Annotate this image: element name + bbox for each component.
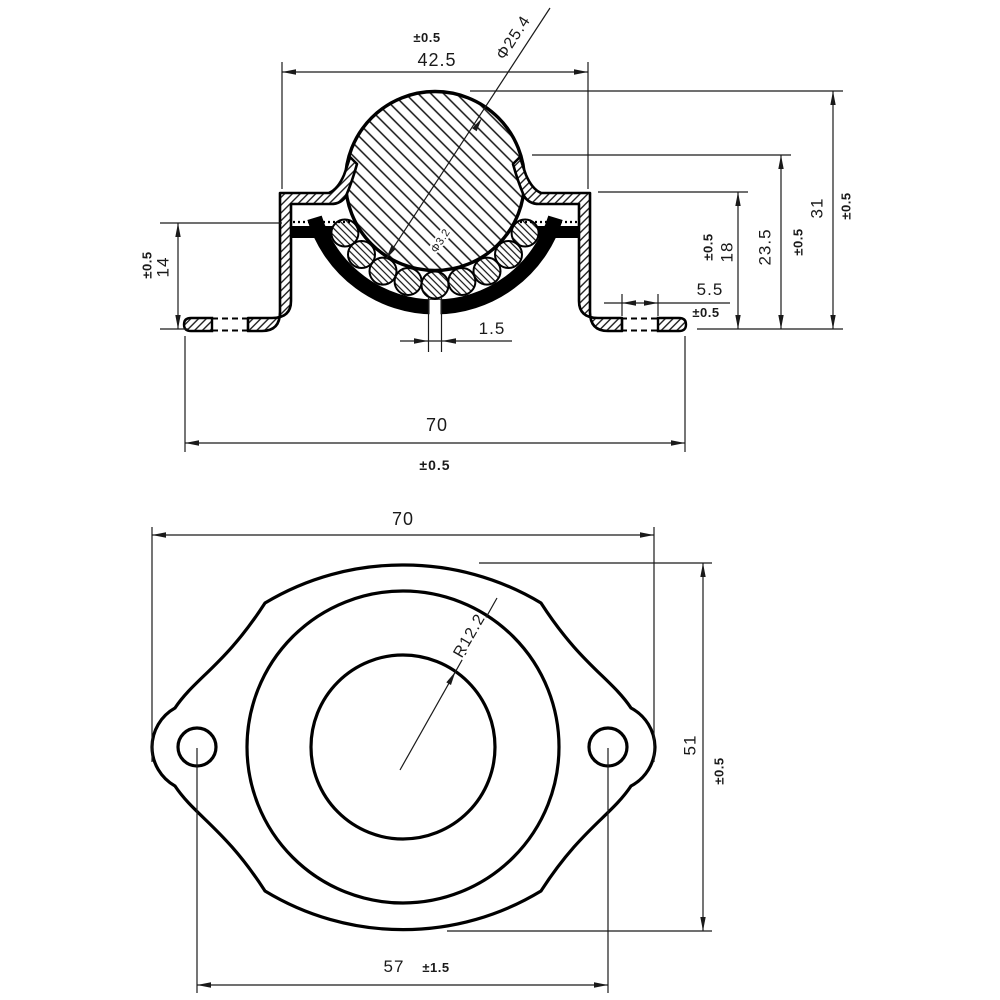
dim-hole-spacing: 57 ±1.5 [196,748,609,993]
dim-slot-width-value: 1.5 [479,319,506,338]
dim-height-seat: 23.5 ±0.5 [755,155,805,329]
dim-hole-width-value: 5.5 [697,280,724,299]
dim-height-housing-tol: ±0.5 [700,233,715,260]
dim-height-overall-value: 31 [807,198,826,219]
dim-plan-width-value: 70 [392,509,414,529]
bracket-left [246,155,359,333]
dim-height-flange-value: 14 [153,257,172,278]
dim-hole-width: 5.5 ±0.5 [604,280,730,320]
foot-pad-left [182,316,214,333]
dim-plan-height-value: 51 [680,735,699,756]
dim-base-width: 70 ±0.5 [184,336,686,473]
dim-height-housing: ±0.5 18 [700,192,741,329]
radius-leader: R12.2 [399,597,498,771]
opening-circle [309,653,497,841]
ball-dia-label: Φ25.4 [493,13,534,63]
dim-height-flange-tol: ±0.5 [139,251,154,278]
dim-height-seat-tol: ±0.5 [790,228,805,255]
dim-hole-width-tol: ±0.5 [692,305,719,320]
flange-outline [150,563,657,932]
dim-height-overall-tol: ±0.5 [838,192,853,219]
rim-circle [245,589,561,905]
dim-plan-width: 70 [151,509,655,762]
dim-height-housing-value: 18 [717,242,736,263]
dim-height-flange: ±0.5 14 [139,222,282,330]
dim-height-seat-value: 23.5 [755,228,774,265]
foot-hole-dashes [212,317,658,332]
dim-width-top-tol: ±0.5 [413,30,440,45]
small-balls [330,218,540,300]
dim-plan-height: 51 ±0.5 [447,562,726,932]
dim-width-top-value: 42.5 [417,50,456,70]
dim-hole-spacing-tol: ±1.5 [422,960,449,975]
slot-gap [429,300,441,332]
plan-view: R12.2 70 51 ±0.5 57 [150,509,726,993]
dim-hole-spacing-value: 57 [384,957,405,976]
dim-base-width-value: 70 [426,415,448,435]
dim-width-top: ±0.5 42.5 [281,30,589,189]
section-view: Φ25.4 Φ3.2 ±0.5 42.5 ±0.5 18 [139,7,853,473]
dim-plan-height-tol: ±0.5 [711,757,726,784]
bracket-right [511,155,624,333]
foot-pad-right [656,316,688,333]
radius-label: R12.2 [450,611,489,661]
dim-height-overall: 31 ±0.5 [807,91,853,329]
dim-base-width-tol: ±0.5 [419,457,450,473]
dim-slot-width: 1.5 [400,319,512,344]
